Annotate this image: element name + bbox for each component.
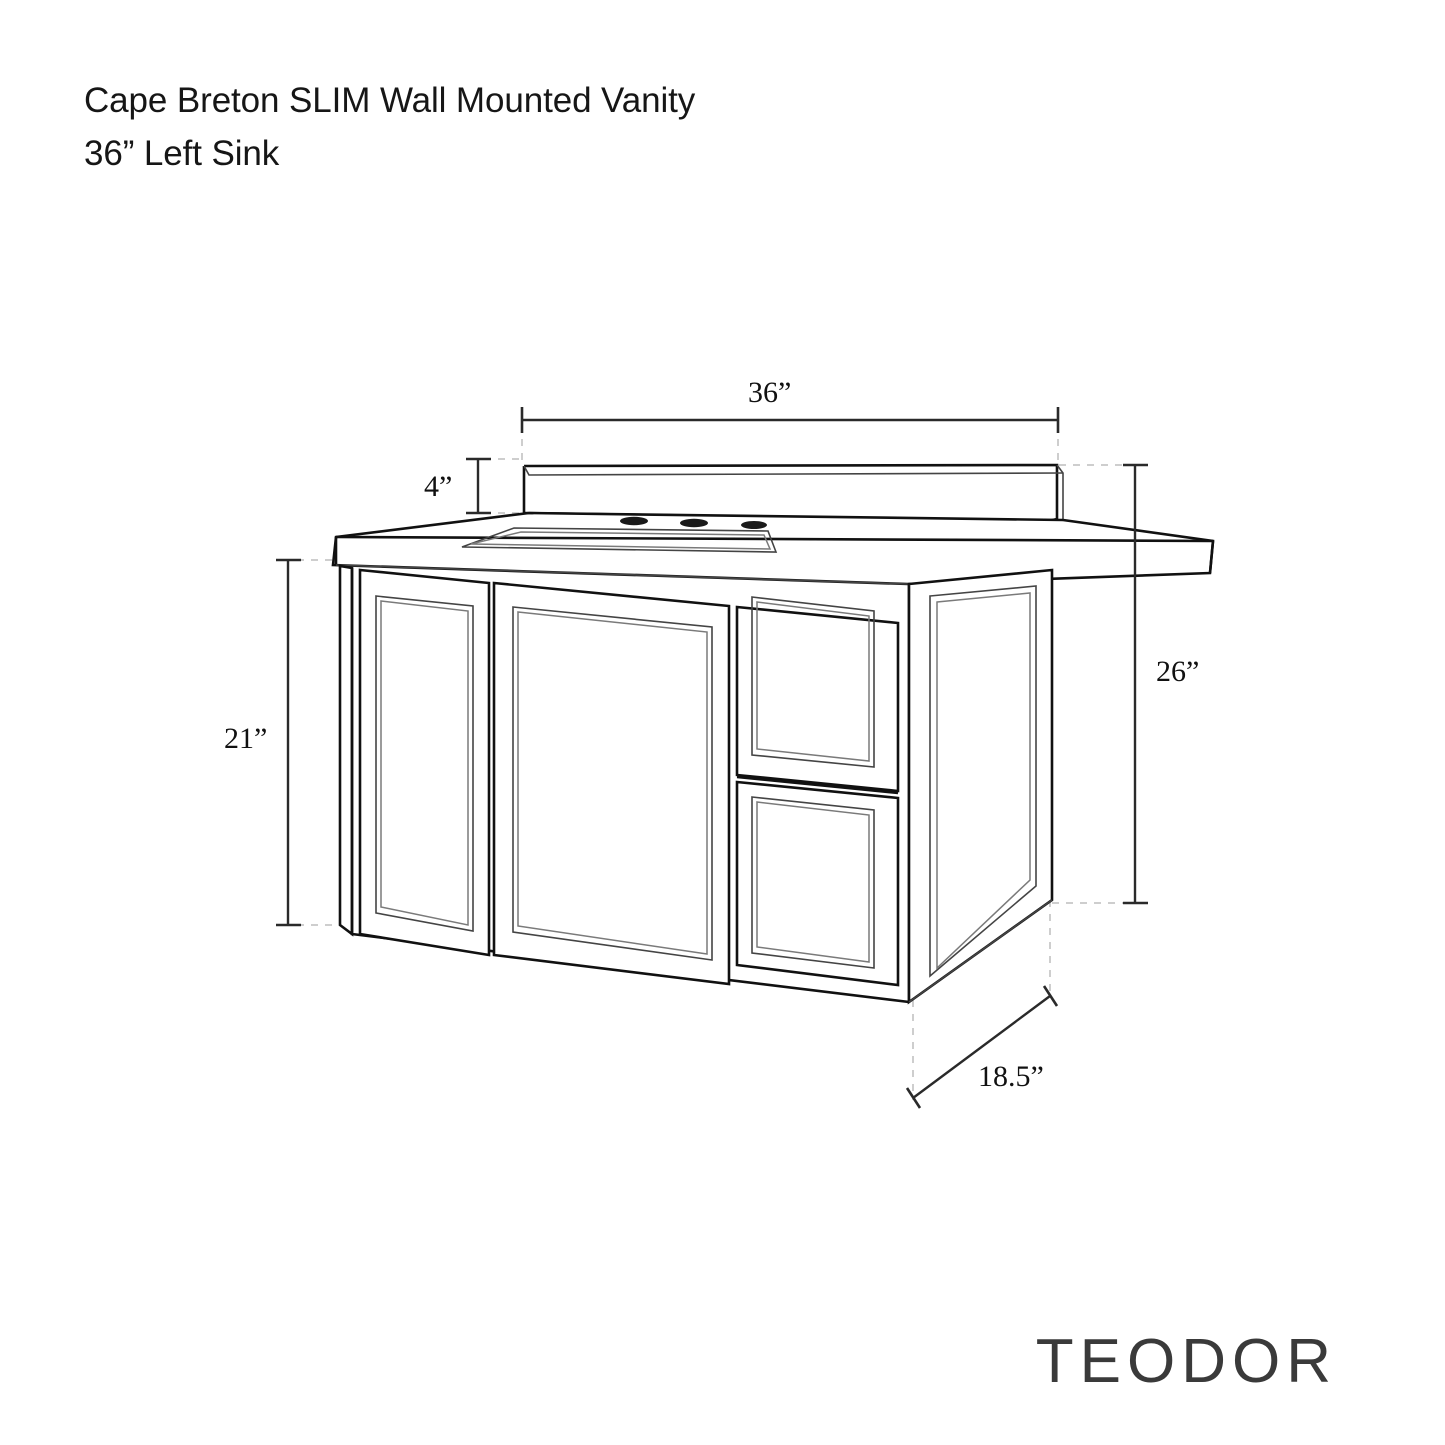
dimension-overall-height-26 <box>1123 463 1148 905</box>
dimension-width-36 <box>520 407 1060 433</box>
sink-basin <box>461 527 778 553</box>
page-title-line-1: Cape Breton SLIM Wall Mounted Vanity <box>84 81 696 120</box>
dimension-label-depth: 18.5” <box>978 1060 1044 1093</box>
title-block: Cape Breton SLIM Wall Mounted Vanity 36”… <box>84 74 984 180</box>
brand-logo: TEODOR <box>1035 1327 1337 1396</box>
right-side-panel <box>929 585 1037 978</box>
drawer-divider <box>736 775 899 795</box>
faucet-holes <box>620 516 767 529</box>
backsplash <box>522 463 1064 523</box>
dimension-backsplash-4 <box>466 457 491 515</box>
lower-drawer <box>735 780 900 987</box>
dimension-label-overall-height: 26” <box>1156 655 1200 688</box>
dimension-label-width: 36” <box>748 376 792 409</box>
upper-drawer <box>735 596 900 793</box>
dimension-cabinet-height-21 <box>276 558 301 927</box>
center-door <box>492 581 731 986</box>
dimension-label-backsplash-height: 4” <box>424 470 453 503</box>
dimension-label-cabinet-height: 21” <box>224 722 268 755</box>
dimension-depth-18-5 <box>905 985 1059 1109</box>
left-door <box>358 568 491 957</box>
page-title-line-2: 36” Left Sink <box>84 134 280 174</box>
countertop <box>331 511 1215 586</box>
